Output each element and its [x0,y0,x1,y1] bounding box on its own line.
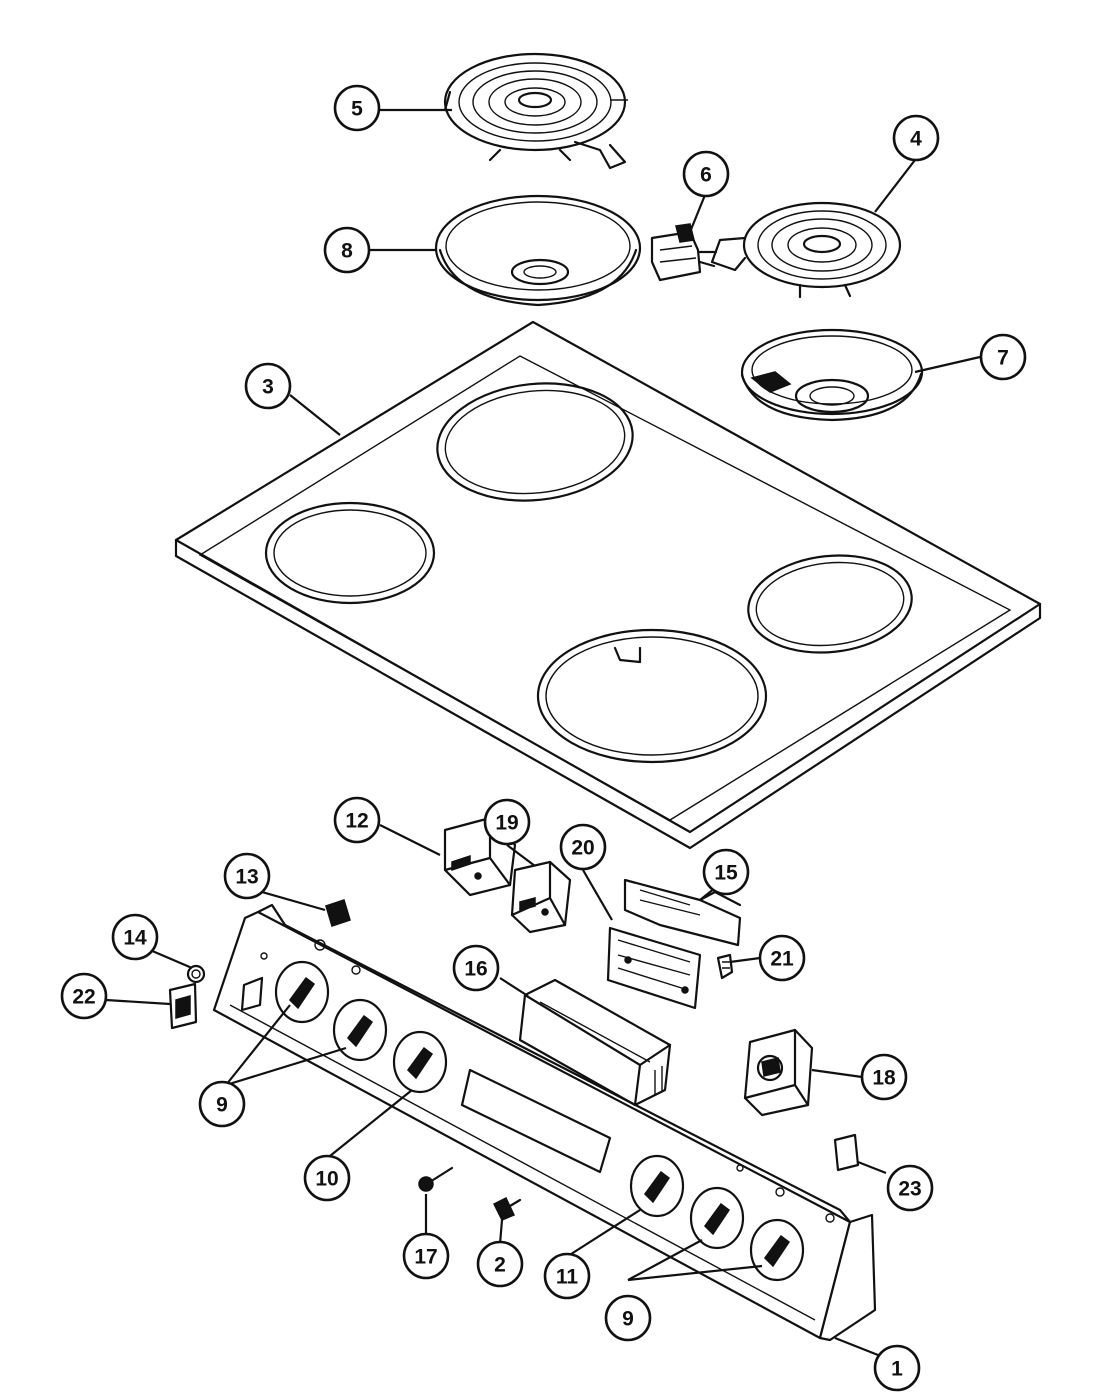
callout-18: 18 [860,1053,908,1101]
knob [749,1218,805,1282]
callout-12: 12 [333,796,381,844]
callout-label: 9 [216,1094,228,1117]
knob [332,998,388,1062]
switch-small [510,860,572,934]
callout-label: 22 [72,986,95,1009]
control-board [606,926,702,1010]
callout-label: 16 [464,958,487,981]
callout-4: 4 [892,114,940,162]
knob [689,1186,745,1250]
callout-label: 10 [315,1168,338,1191]
callout-label: 21 [770,948,794,971]
callout-label: 23 [898,1178,921,1201]
callout-label: 1 [891,1358,903,1381]
leader-lines [105,108,981,1357]
callout-label: 20 [571,837,594,860]
callout-label: 14 [123,927,147,950]
callout-label: 12 [345,810,368,833]
callout-label: 8 [341,240,353,263]
callout-label: 4 [910,128,922,151]
callout-2: 2 [476,1240,524,1288]
knob [392,1030,448,1094]
rocker-switch [168,982,198,1030]
callout-label: 11 [556,1266,579,1289]
timer [743,1028,814,1117]
callout-11: 11 [543,1252,591,1300]
indicator-light [186,964,206,984]
callout-21: 21 [758,934,806,982]
screw [418,1166,454,1192]
drip-pan-small [740,328,924,422]
callout-20: 20 [559,823,607,871]
callout-1: 1 [873,1344,921,1392]
terminal-block [650,223,718,282]
callout-19: 19 [483,798,531,846]
callout-9-left: 9 [198,1080,246,1128]
callout-22: 22 [60,972,108,1020]
surface-element-large [443,52,628,170]
callout-label: 5 [351,98,363,121]
callout-23: 23 [886,1164,934,1212]
knobs [274,960,805,1282]
callout-15: 15 [702,848,750,896]
callout-label: 19 [495,812,518,835]
callout-16: 16 [452,944,500,992]
callout-10: 10 [303,1154,351,1202]
drip-pan-large [434,194,642,307]
knob-insert [833,1133,860,1172]
callout-17: 17 [402,1232,450,1280]
callout-label: 13 [235,866,258,889]
callout-label: 15 [714,862,738,885]
callout-13: 13 [223,852,271,900]
spring [492,1196,522,1221]
callout-label: 17 [414,1246,437,1269]
callout-3: 3 [244,362,292,410]
callout-14: 14 [111,913,159,961]
callout-8: 8 [323,226,371,274]
callout-label: 9 [622,1308,634,1331]
callout-label: 2 [494,1254,506,1277]
surface-element-small [710,201,902,299]
callout-label: 3 [262,376,274,399]
callout-9-right: 9 [604,1294,652,1342]
callout-7: 7 [979,333,1027,381]
knob [629,1154,685,1218]
connector [325,899,351,927]
callout-label: 6 [700,164,712,187]
callout-label: 7 [997,347,1009,370]
callout-6: 6 [682,150,730,198]
callout-label: 18 [872,1067,896,1090]
clock-housing [518,978,672,1107]
cooktop [174,320,1042,850]
callout-5: 5 [333,84,381,132]
spring-clip [716,953,734,980]
